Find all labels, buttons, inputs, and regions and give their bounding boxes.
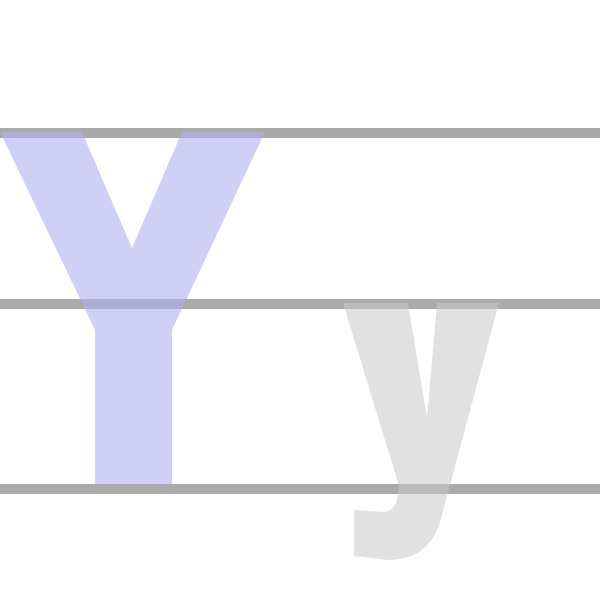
cap-height-guide-line [0,128,600,138]
lowercase-y-glyph [343,303,499,560]
uppercase-y-glyph [0,132,265,484]
x-height-guide-line [0,299,600,309]
baseline-guide-line [0,484,600,494]
